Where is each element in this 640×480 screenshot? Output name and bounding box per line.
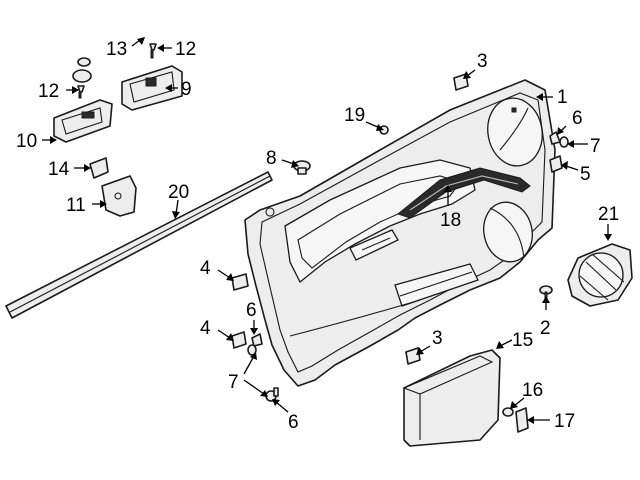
callout-6-bottom: 6 [288,412,299,433]
callout-7-upper: 7 [590,136,601,157]
belt-weatherstrip [5,171,273,319]
callout-17: 17 [554,411,575,432]
callout-3-upper: 3 [477,51,488,72]
callout-1: 1 [557,87,568,108]
callout-21: 21 [598,204,619,225]
callout-3-lower: 3 [432,328,443,349]
screw-16 [502,407,514,417]
trim-accent-strip [396,167,531,219]
callout-6-middle: 6 [246,300,257,321]
callout-13: 13 [106,39,127,60]
callout-15: 15 [512,330,533,351]
mounting-bracket [101,175,137,217]
clip-4-lower [231,331,247,349]
callout-4-lower: 4 [200,318,211,339]
fastener-13 [72,57,92,83]
clip-4-upper [231,273,249,291]
clip-17 [515,407,529,433]
leader-lines [42,37,612,424]
callout-19: 19 [344,105,365,126]
fastener-6-bottom [265,387,279,402]
callout-6-upper: 6 [572,108,583,129]
callout-9: 9 [181,79,192,100]
callout-2: 2 [540,318,551,339]
callout-8: 8 [266,148,277,169]
fastener-8 [293,160,311,175]
callout-4-upper: 4 [200,258,211,279]
callout-14: 14 [48,159,70,180]
callout-7-lower: 7 [228,372,239,393]
speaker-grille-cover [567,243,633,307]
callout-12-upper: 12 [175,39,196,60]
callout-labels: 1 2 3 3 4 4 5 6 6 6 7 7 8 9 10 11 12 12 … [16,39,619,433]
callout-5: 5 [580,164,591,185]
screw-12-upper [149,43,157,59]
callout-20: 20 [168,182,189,203]
grommet-7-lower [247,344,257,356]
callout-11: 11 [66,195,86,216]
clip-5 [549,155,563,173]
door-trim-panel [244,79,556,387]
callout-12-lower: 12 [38,81,59,102]
switch-bezel [121,65,183,111]
callout-18: 18 [440,210,461,231]
grommet-7-upper [559,136,569,148]
clip-6-lower [251,333,263,347]
clip-3-lower [405,347,421,365]
switch-bezel-rear [53,99,113,143]
screw-12-lower [77,85,85,99]
door-pocket-bin [402,349,501,447]
callout-16: 16 [522,380,543,401]
callout-10: 10 [16,131,37,152]
retainer-clip-14 [89,157,109,179]
